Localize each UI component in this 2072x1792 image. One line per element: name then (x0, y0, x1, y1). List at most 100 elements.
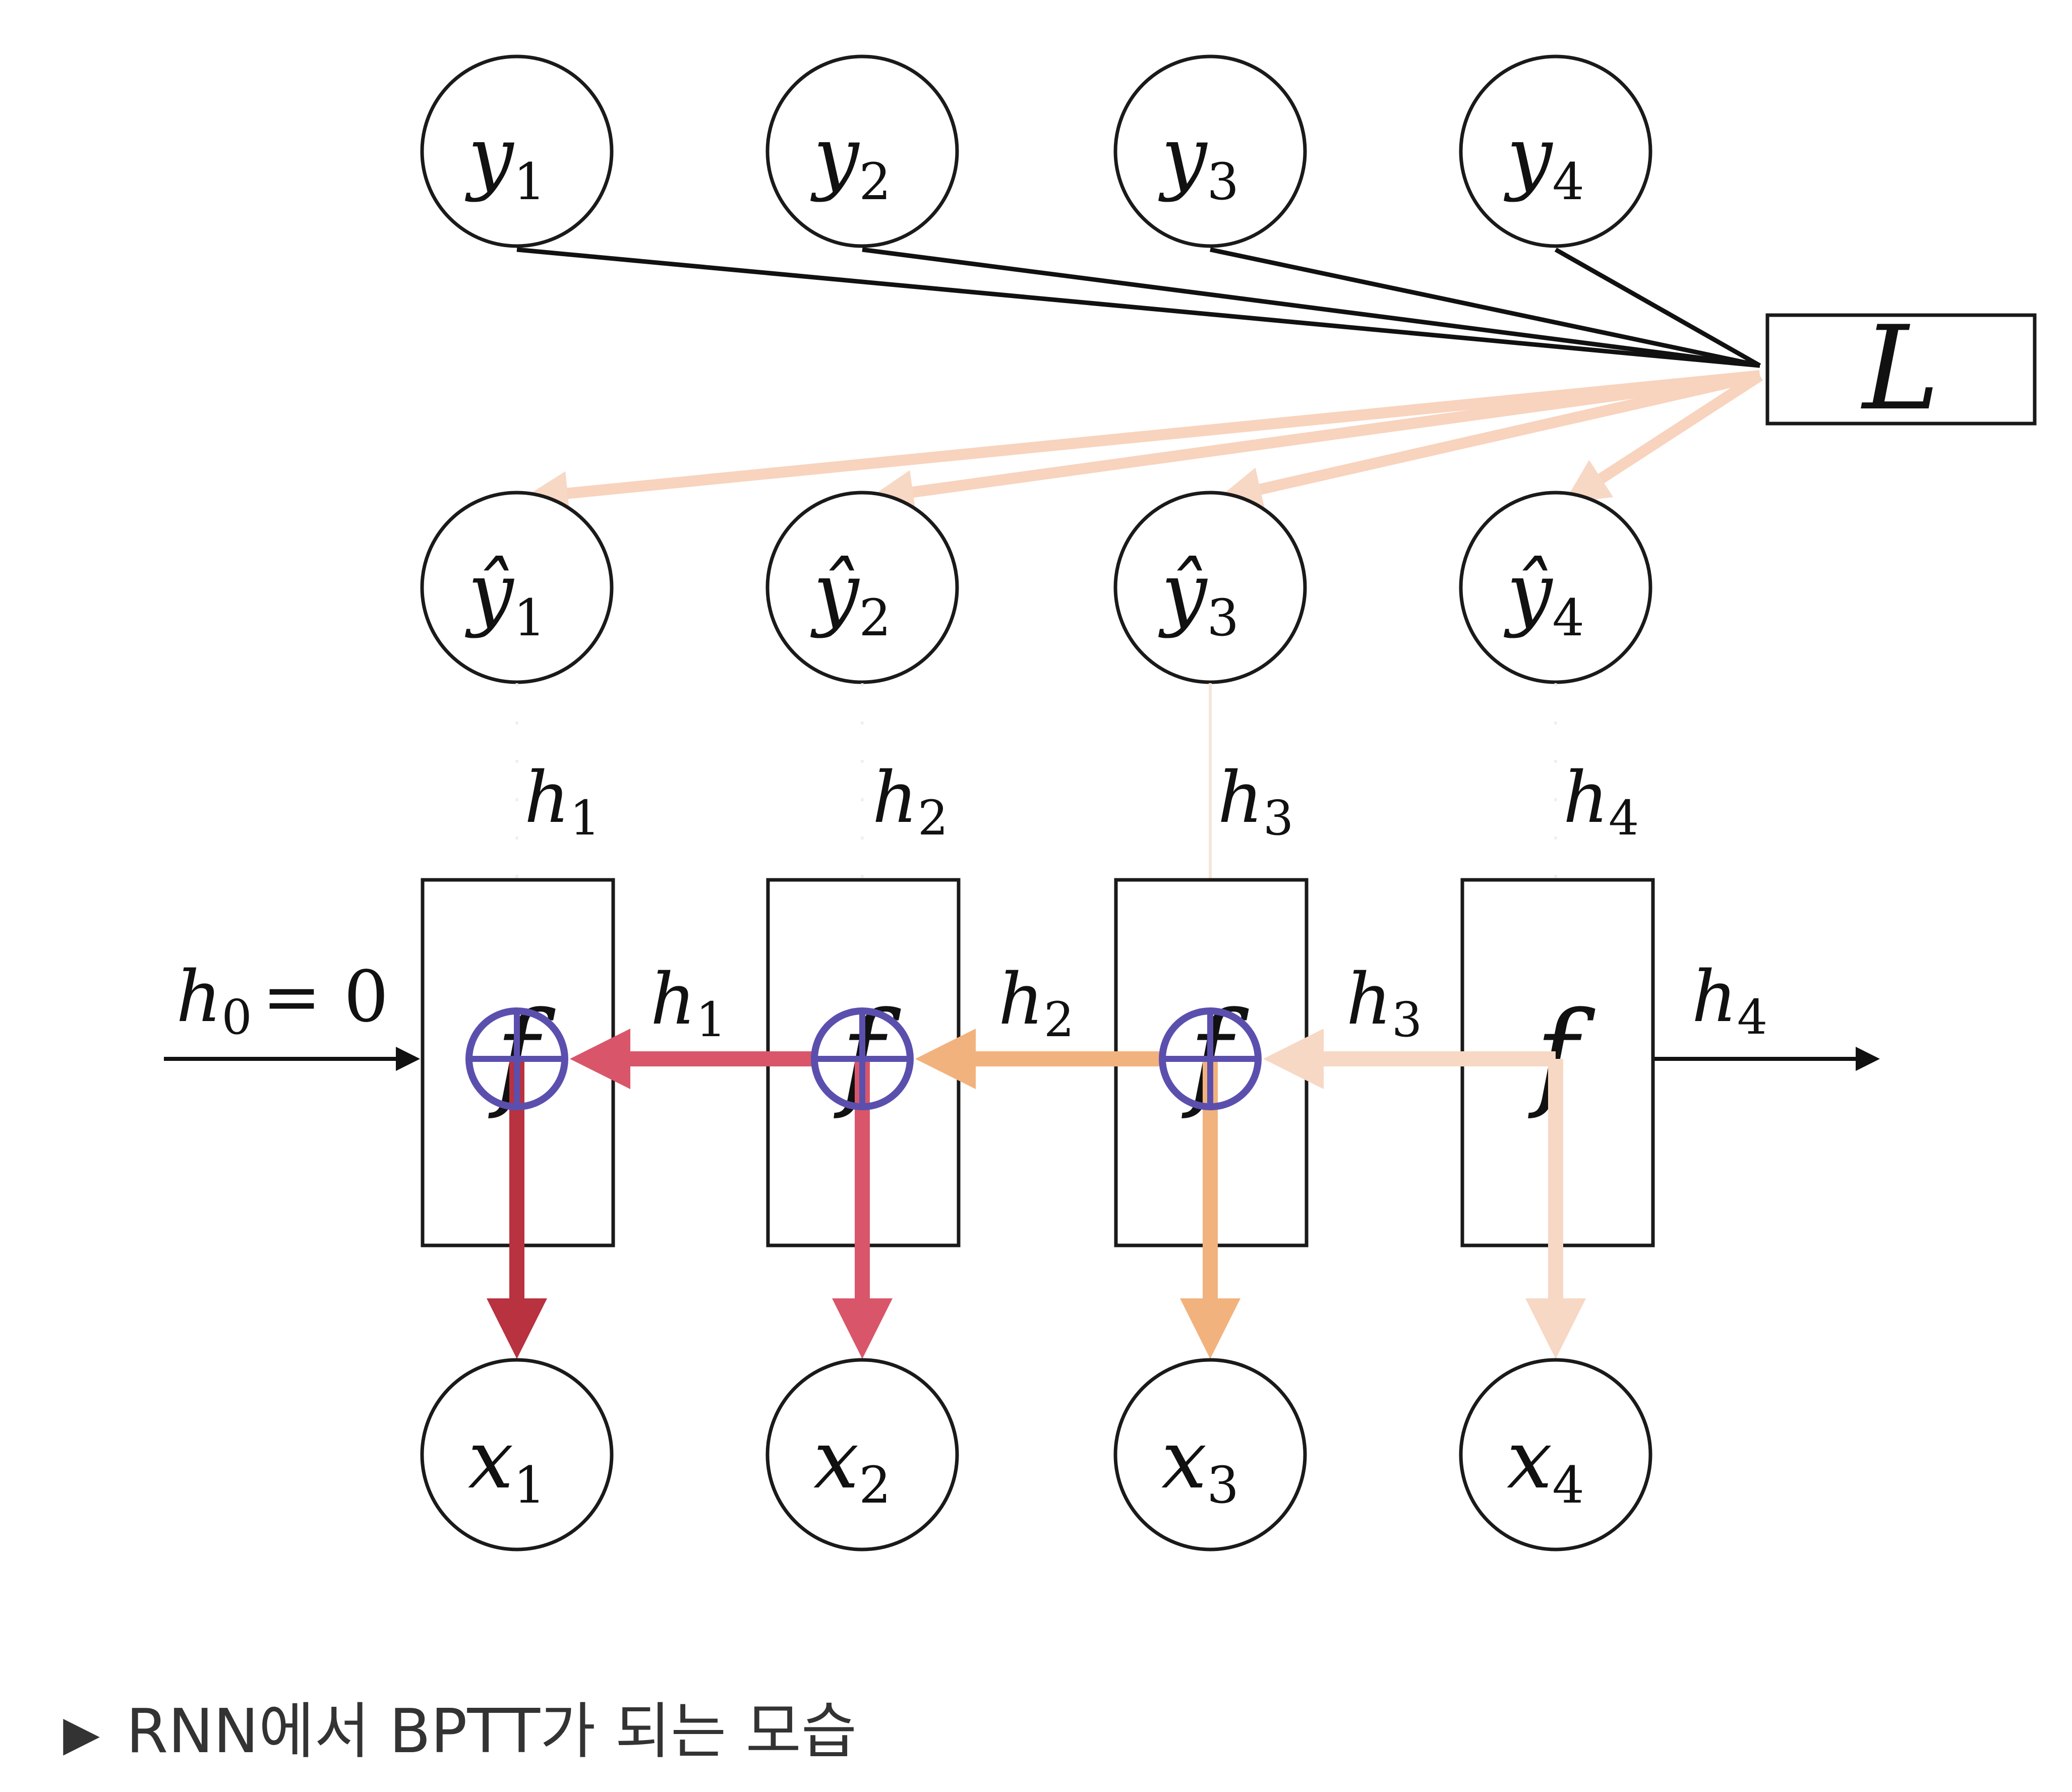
input-node-1: x1 (420, 1358, 614, 1551)
loss-to-prediction-arrows (523, 370, 1763, 516)
svg-text:y2: y2 (810, 109, 891, 211)
final-state-label: h (1692, 956, 1737, 1038)
edge-y1-loss (516, 247, 1760, 368)
svg-text:x4: x4 (1507, 1412, 1584, 1515)
prediction-label-2: ŷ (810, 545, 860, 639)
target-sub-3: 3 (1207, 152, 1239, 211)
svg-text:h2: h2 (872, 757, 949, 846)
recurrent-labels: h1 h2 h3 (650, 959, 1423, 1048)
input-label-1: x (468, 1412, 513, 1507)
grad-loss-yhat3 (1217, 370, 1761, 511)
input-sub-2: 2 (859, 1456, 891, 1515)
hidden-sub-2: 2 (918, 791, 948, 846)
target-node-3: y3 (1113, 54, 1307, 248)
backward-input-gradients (487, 1059, 1586, 1359)
caption-text: RNN에서 BPTT가 되는 모습 (126, 1697, 857, 1767)
edge-y2-loss (862, 247, 1760, 368)
input-label-4: x (1507, 1412, 1552, 1507)
target-sub-4: 4 (1552, 152, 1584, 211)
target-label-3: y (1158, 109, 1208, 203)
svg-text:ŷ2: ŷ2 (810, 545, 891, 647)
initial-state: h0= 0 (164, 956, 420, 1071)
circled-plus-icon (465, 1007, 568, 1110)
svg-text:y1: y1 (465, 109, 546, 211)
target-label-1: y (465, 109, 515, 203)
loss-label: L (1861, 302, 1940, 436)
prediction-sub-4: 4 (1552, 588, 1584, 647)
initial-state-sub: 0 (221, 990, 252, 1045)
prediction-sub-3: 3 (1207, 588, 1239, 647)
recurrent-label-3: h (1346, 959, 1392, 1041)
target-to-loss-lines (516, 247, 1761, 368)
input-sub-1: 1 (513, 1456, 546, 1515)
input-label-2: x (813, 1412, 859, 1507)
prediction-node-1: ŷ1 (420, 491, 614, 684)
prediction-label-3: ŷ (1158, 545, 1208, 639)
svg-text:x1: x1 (468, 1412, 546, 1515)
hidden-sub-3: 3 (1263, 791, 1293, 846)
svg-text:h2: h2 (998, 959, 1075, 1048)
svg-text:ŷ1: ŷ1 (465, 545, 546, 647)
target-node-2: y2 (765, 54, 959, 248)
grad-loss-yhat4 (1564, 371, 1763, 503)
recurrent-sub-2: 2 (1044, 992, 1074, 1048)
svg-text:ŷ3: ŷ3 (1158, 545, 1239, 647)
hidden-label-1: h (524, 757, 570, 839)
final-state-sub: 4 (1737, 990, 1767, 1045)
recurrent-label-2: h (998, 959, 1044, 1041)
svg-text:h4: h4 (1692, 956, 1768, 1045)
hidden-label-4: h (1563, 757, 1609, 839)
target-label-2: y (810, 109, 860, 203)
prediction-sub-2: 2 (859, 588, 891, 647)
figure-caption: ▶ RNN에서 BPTT가 되는 모습 (63, 1697, 857, 1767)
hidden-state-labels: h1 h2 h3 h4 (524, 757, 1639, 846)
grad-loss-yhat2 (869, 370, 1761, 514)
circled-plus-icon (1159, 1007, 1262, 1110)
recurrent-label-1: h (650, 959, 696, 1041)
initial-state-equation: = 0 (262, 956, 389, 1038)
svg-text:h3: h3 (1346, 959, 1423, 1048)
prediction-node-2: ŷ2 (765, 491, 959, 684)
svg-text:h1: h1 (524, 757, 601, 846)
prediction-label-4: ŷ (1504, 545, 1554, 639)
svg-text:x3: x3 (1161, 1412, 1239, 1515)
target-label-4: y (1504, 109, 1554, 203)
edge-y3-loss (1210, 247, 1760, 368)
svg-text:y3: y3 (1158, 109, 1239, 211)
caption-marker: ▶ (63, 1706, 100, 1761)
svg-text:h0= 0: h0= 0 (176, 956, 389, 1045)
edge-y4-loss (1554, 248, 1761, 368)
svg-text:h4: h4 (1563, 757, 1639, 846)
initial-state-label: h (176, 956, 221, 1038)
hidden-label-3: h (1218, 757, 1263, 839)
prediction-node-4: ŷ4 (1459, 491, 1652, 684)
prediction-node-3: ŷ3 (1113, 491, 1307, 684)
input-label-3: x (1161, 1412, 1207, 1507)
input-row: x1 x2 x3 x4 (420, 1358, 1652, 1551)
final-state: h4 (1654, 956, 1880, 1071)
hidden-sub-1: 1 (570, 791, 600, 846)
input-node-4: x4 (1459, 1358, 1652, 1551)
hidden-sub-4: 4 (1609, 791, 1639, 846)
svg-text:h1: h1 (650, 959, 727, 1048)
target-node-1: y1 (420, 54, 614, 248)
input-sub-3: 3 (1207, 1456, 1239, 1515)
svg-text:h3: h3 (1218, 757, 1294, 846)
recurrent-sub-3: 3 (1392, 992, 1422, 1048)
prediction-sub-1: 1 (513, 588, 546, 647)
prediction-label-1: ŷ (465, 545, 515, 639)
grad-loss-yhat1 (523, 370, 1761, 516)
input-sub-4: 4 (1552, 1456, 1584, 1515)
target-sub-2: 2 (859, 152, 891, 211)
svg-text:x2: x2 (813, 1412, 891, 1515)
target-node-4: y4 (1459, 54, 1652, 248)
input-node-3: x3 (1113, 1358, 1307, 1551)
circled-plus-icon (811, 1007, 914, 1110)
hidden-label-2: h (872, 757, 918, 839)
svg-text:y4: y4 (1504, 109, 1584, 211)
target-row: y1 y2 y3 y4 (420, 54, 1652, 248)
gradient-sum-markers (465, 1007, 1262, 1110)
recurrent-sub-1: 1 (696, 992, 726, 1048)
loss-node: L (1765, 302, 2037, 436)
